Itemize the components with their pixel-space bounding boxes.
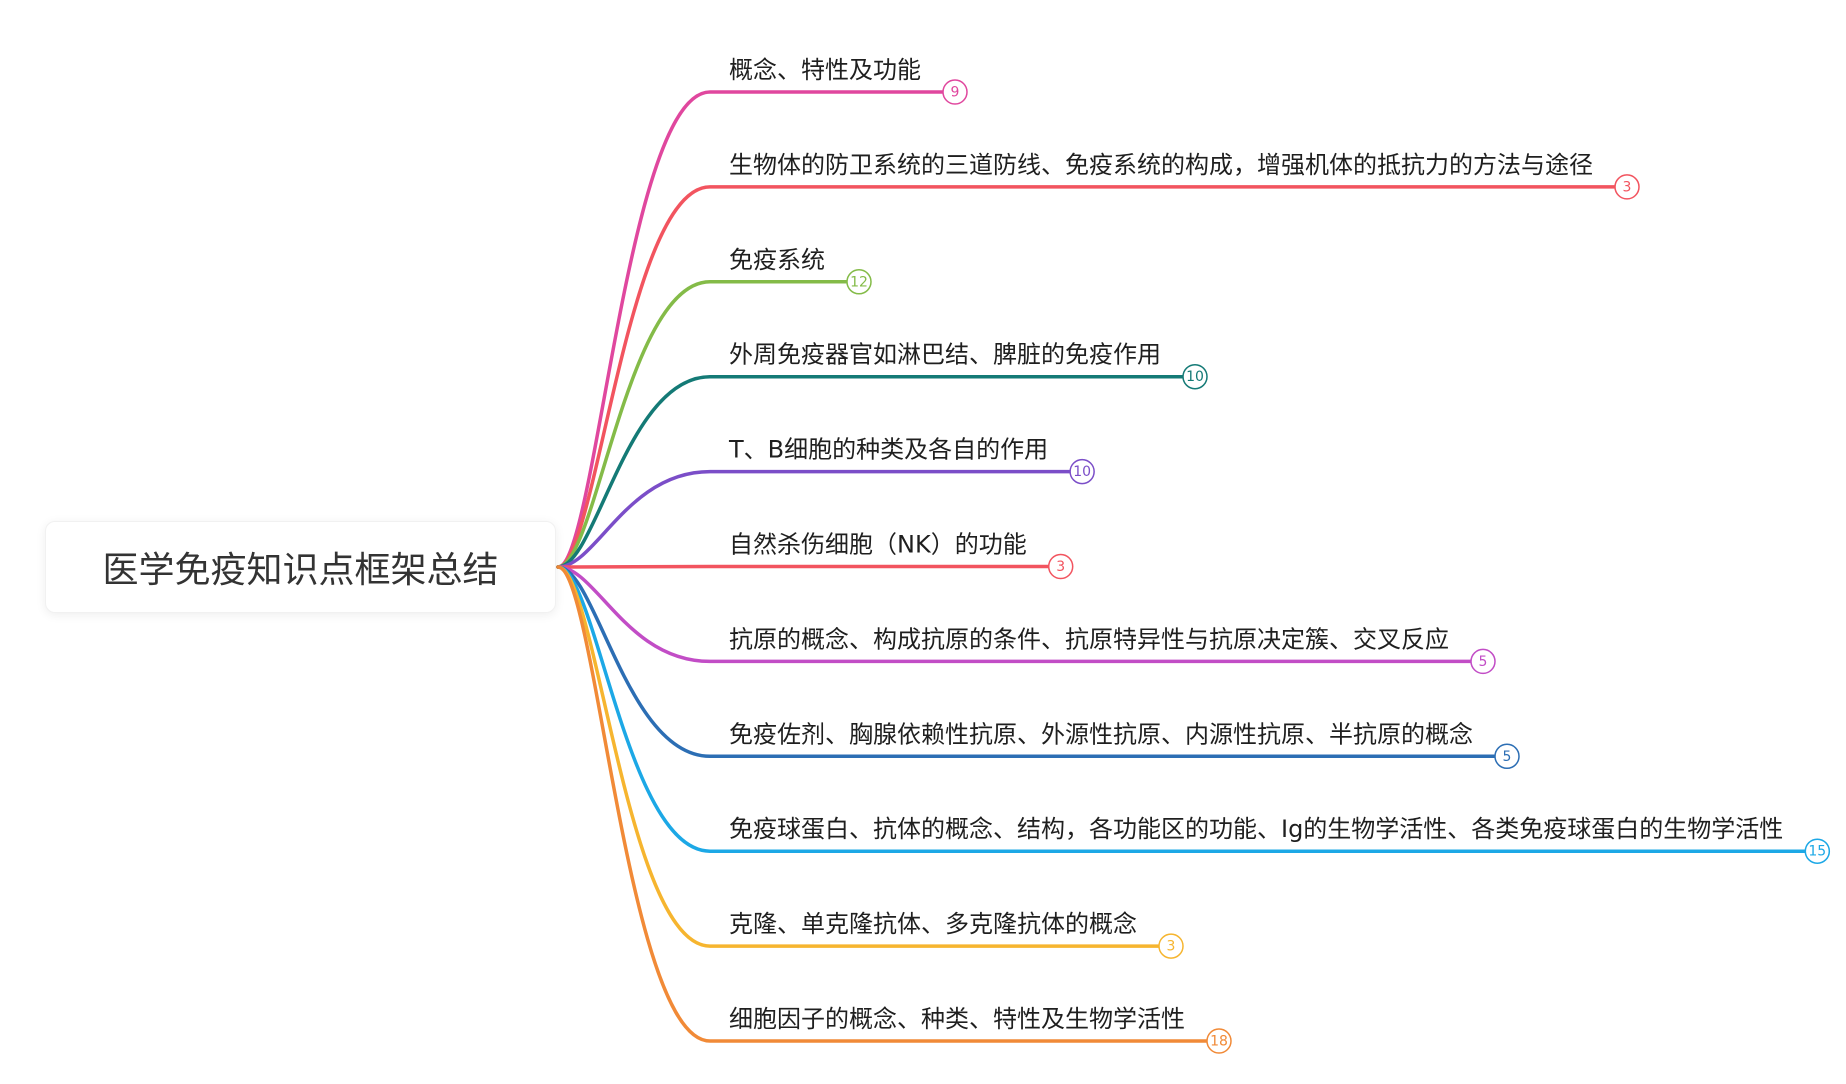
branch-label[interactable]: 克隆、单克隆抗体、多克隆抗体的概念 xyxy=(729,910,1137,938)
branch-topic-2[interactable]: 生物体的防卫系统的三道防线、免疫系统的构成，增强机体的抵抗力的方法与途径 3 xyxy=(556,151,1640,569)
branch-topic-4[interactable]: 外周免疫器官如淋巴结、脾脏的免疫作用 10 xyxy=(556,341,1208,569)
count-badge-ring xyxy=(1206,1028,1232,1054)
branch-connector xyxy=(556,565,1808,853)
branch-connector xyxy=(556,469,1072,569)
branch-connector xyxy=(556,564,1051,569)
branch-label[interactable]: 细胞因子的概念、种类、特性及生物学活性 xyxy=(729,1005,1185,1033)
branch-connector xyxy=(556,185,1617,569)
collapsed-count-badge[interactable]: 5 xyxy=(1470,648,1496,675)
collapsed-count-badge[interactable]: 9 xyxy=(942,79,968,105)
branch-connector xyxy=(556,90,945,569)
branch-topic-6[interactable]: 自然杀伤细胞（NK）的功能 3 xyxy=(556,531,1074,580)
branch-connector xyxy=(556,280,849,569)
branch-label[interactable]: 生物体的防卫系统的三道防线、免疫系统的构成，增强机体的抵抗力的方法与途径 xyxy=(729,151,1593,179)
branch-connector xyxy=(556,374,1185,569)
count-badge-ring xyxy=(1158,933,1184,959)
branch-topic-1[interactable]: 概念、特性及功能 9 xyxy=(556,56,968,569)
count-badge-number: 3 xyxy=(1167,939,1176,955)
count-badge-number: 15 xyxy=(1808,844,1826,860)
count-badge-number: 3 xyxy=(1056,559,1065,575)
branch-label[interactable]: 免疫球蛋白、抗体的概念、结构，各功能区的功能、Ig的生物学活性、各类免疫球蛋白的… xyxy=(729,815,1783,843)
branch-label[interactable]: 外周免疫器官如淋巴结、脾脏的免疫作用 xyxy=(729,341,1161,369)
branch-connector xyxy=(556,565,1209,1043)
branch-label[interactable]: 概念、特性及功能 xyxy=(729,56,921,84)
collapsed-count-badge[interactable]: 3 xyxy=(1047,553,1074,580)
count-badge-ring xyxy=(1804,838,1831,864)
count-badge-ring xyxy=(1069,458,1095,485)
collapsed-count-badge[interactable]: 12 xyxy=(846,269,872,295)
branch-topic-5[interactable]: T、B细胞的种类及各自的作用 10 xyxy=(556,436,1095,569)
branch-connector xyxy=(556,565,1473,664)
collapsed-count-badge[interactable]: 5 xyxy=(1494,743,1520,770)
count-badge-ring xyxy=(1614,174,1640,200)
branch-topic-7[interactable]: 抗原的概念、构成抗原的条件、抗原特异性与抗原决定簇、交叉反应 5 xyxy=(556,565,1496,675)
count-badge-number: 3 xyxy=(1623,179,1632,195)
count-badge-number: 18 xyxy=(1210,1034,1228,1050)
count-badge-ring xyxy=(1470,648,1496,675)
count-badge-number: 10 xyxy=(1186,369,1204,385)
count-badge-ring xyxy=(846,269,872,295)
collapsed-count-badge[interactable]: 3 xyxy=(1614,174,1640,200)
count-badge-number: 10 xyxy=(1073,464,1091,480)
collapsed-count-badge[interactable]: 15 xyxy=(1804,838,1831,864)
count-badge-ring xyxy=(942,79,968,105)
collapsed-count-badge[interactable]: 10 xyxy=(1069,458,1095,485)
branch-label[interactable]: 抗原的概念、构成抗原的条件、抗原特异性与抗原决定簇、交叉反应 xyxy=(729,625,1449,653)
central-topic[interactable]: 医学免疫知识点框架总结 xyxy=(45,521,556,613)
branch-label[interactable]: 免疫佐剂、胸腺依赖性抗原、外源性抗原、内源性抗原、半抗原的概念 xyxy=(729,720,1473,748)
branch-connector xyxy=(556,565,1497,759)
branch-topic-8[interactable]: 免疫佐剂、胸腺依赖性抗原、外源性抗原、内源性抗原、半抗原的概念 5 xyxy=(556,565,1520,770)
branch-topic-11[interactable]: 细胞因子的概念、种类、特性及生物学活性 18 xyxy=(556,565,1232,1054)
branch-label[interactable]: 免疫系统 xyxy=(729,246,825,274)
central-topic-label: 医学免疫知识点框架总结 xyxy=(102,550,499,591)
count-badge-number: 12 xyxy=(850,274,868,290)
branch-label[interactable]: T、B细胞的种类及各自的作用 xyxy=(728,436,1048,464)
branch-label[interactable]: 自然杀伤细胞（NK）的功能 xyxy=(729,531,1027,559)
count-badge-number: 5 xyxy=(1479,654,1488,670)
count-badge-ring xyxy=(1182,363,1208,390)
count-badge-number: 5 xyxy=(1503,749,1512,765)
count-badge-ring xyxy=(1494,743,1520,770)
branch-topic-9[interactable]: 免疫球蛋白、抗体的概念、结构，各功能区的功能、Ig的生物学活性、各类免疫球蛋白的… xyxy=(556,565,1831,864)
collapsed-count-badge[interactable]: 18 xyxy=(1206,1028,1232,1054)
collapsed-count-badge[interactable]: 3 xyxy=(1158,933,1184,959)
count-badge-number: 9 xyxy=(951,85,960,101)
count-badge-ring xyxy=(1047,553,1074,580)
branch-topic-3[interactable]: 免疫系统 12 xyxy=(556,246,872,569)
collapsed-count-badge[interactable]: 10 xyxy=(1182,363,1208,390)
